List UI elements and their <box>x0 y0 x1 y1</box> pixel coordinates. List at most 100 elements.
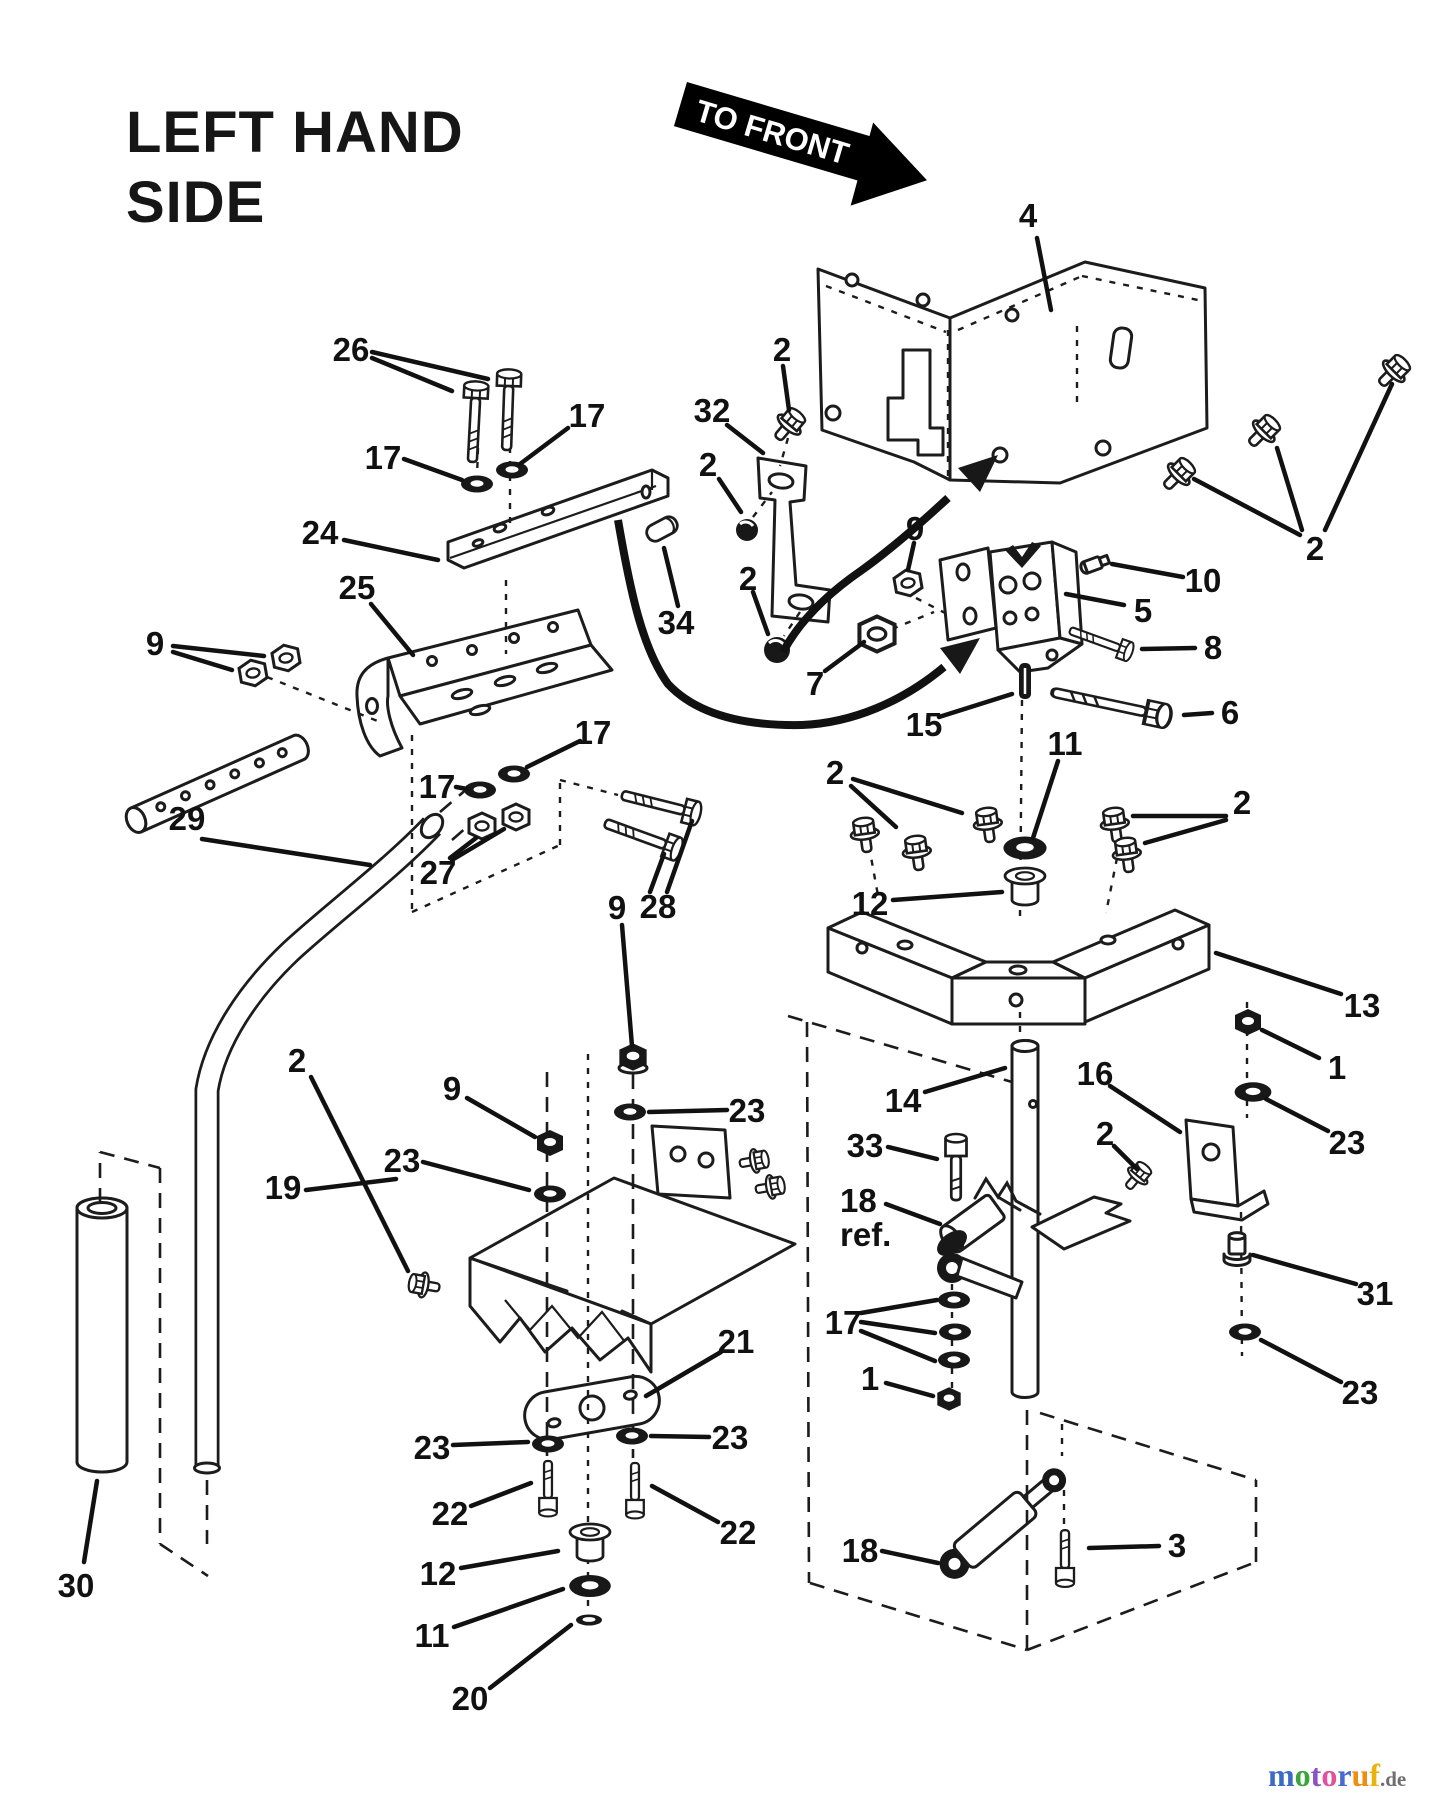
callout-label-23: 23 <box>1329 1124 1366 1161</box>
leader-line <box>369 355 455 394</box>
leader-line <box>1181 710 1215 718</box>
part-4-corner-bracket <box>816 260 1209 485</box>
callout-label-2: 2 <box>739 560 757 597</box>
callout-label-9: 9 <box>443 1070 461 1107</box>
part-shaft-upper-arm <box>1030 1195 1132 1251</box>
washer-11b <box>569 1574 611 1598</box>
washer-23c <box>614 1103 646 1121</box>
banner-arrow-icon <box>850 122 927 206</box>
callout-label-23: 23 <box>712 1419 749 1456</box>
callout-label-17: 17 <box>419 768 456 805</box>
bolt-2-13a <box>847 814 883 856</box>
bolt-2-r1 <box>1154 451 1202 499</box>
part-14-pivot-shaft <box>1010 1039 1040 1399</box>
callout-label-9: 9 <box>146 625 164 662</box>
part-13-v-bracket <box>826 908 1211 1026</box>
part-30-grip <box>75 1196 129 1474</box>
leader-line <box>451 1586 566 1630</box>
part-32-link <box>756 456 832 624</box>
watermark-suffix: .de <box>1380 1767 1406 1791</box>
nut-1a <box>1235 1009 1261 1035</box>
leader-line <box>619 922 635 1049</box>
leader-line <box>1030 758 1061 841</box>
leader-line <box>1111 1143 1140 1172</box>
to-front-banner: TO FRONT <box>673 82 927 206</box>
leader-line <box>646 1107 730 1115</box>
washer-17f <box>939 1323 971 1341</box>
leader-line <box>1259 1027 1322 1061</box>
leader-line <box>649 1483 721 1525</box>
part-29-adjustment-tube <box>124 733 310 834</box>
leader-line <box>368 601 416 658</box>
bolt-2-13e <box>1109 834 1145 876</box>
callout-label-30: 30 <box>58 1567 95 1604</box>
leader-line <box>1274 445 1305 533</box>
bushing-12b <box>568 1522 612 1563</box>
washer-17a <box>461 475 493 493</box>
leader-line <box>1250 1252 1359 1287</box>
nut-9d <box>537 1130 563 1156</box>
part-21-pivot-plate <box>523 1374 661 1442</box>
leader-line <box>922 1065 1008 1095</box>
leader-line <box>1142 817 1229 846</box>
nut-1b <box>937 1387 961 1411</box>
nut-2-mid <box>736 519 758 541</box>
fasteners <box>236 348 1417 1626</box>
leader-line <box>464 1095 538 1140</box>
callout-label-20: 20 <box>452 1680 489 1717</box>
washer-17g <box>938 1351 970 1369</box>
callout-label-18: 18 <box>842 1532 879 1569</box>
callout-label-2: 2 <box>1306 530 1324 567</box>
nut-9-upper <box>891 566 925 600</box>
callout-label-21: 21 <box>718 1323 755 1360</box>
leader-line <box>199 836 373 868</box>
leader-line <box>885 1144 940 1162</box>
part-25-pivot-bracket <box>355 608 614 758</box>
bolt-2-plate2 <box>752 1171 788 1203</box>
callout-label-1: 1 <box>1328 1049 1346 1086</box>
washer-11a <box>1003 836 1047 860</box>
bolt-3 <box>1054 1529 1076 1589</box>
callout-label-2: 2 <box>826 754 844 791</box>
banner-label: TO FRONT <box>692 93 853 171</box>
leader-line <box>449 826 507 863</box>
callout-label-31: 31 <box>1357 1275 1394 1312</box>
leader-line <box>664 818 695 895</box>
leader-line <box>661 545 681 609</box>
leader-line <box>524 738 583 770</box>
nut-27b <box>501 802 531 832</box>
callout-label-5: 5 <box>1134 592 1152 629</box>
washer-17e <box>938 1291 970 1309</box>
callout-label-15: 15 <box>906 706 943 743</box>
pin-15 <box>1019 663 1031 699</box>
callout-label-23: 23 <box>384 1142 421 1179</box>
callout-label-4: 4 <box>1019 197 1038 234</box>
leader-line <box>850 776 965 816</box>
leader-line <box>890 889 1005 903</box>
bolt-2-16 <box>1117 1156 1157 1197</box>
leader-line <box>1322 381 1395 533</box>
washer-20 <box>576 1614 602 1626</box>
bolt-2-13c <box>970 804 1006 846</box>
pin-34 <box>642 512 682 546</box>
bolt-2-r3 <box>1369 348 1417 396</box>
bushing-31 <box>1222 1231 1252 1267</box>
part-18-ref-clamp <box>937 1176 1042 1256</box>
callout-label-3: 3 <box>1168 1527 1186 1564</box>
leader-line <box>1109 561 1186 580</box>
callout-label-19: 19 <box>265 1169 302 1206</box>
part-16-angle-bracket <box>1184 1118 1270 1222</box>
leader-line <box>1213 950 1344 997</box>
callout-label-9: 9 <box>608 889 626 926</box>
nut-9a <box>269 641 303 675</box>
callout-label-33: 33 <box>847 1127 884 1164</box>
callout-label-13: 13 <box>1344 987 1381 1024</box>
leader-line <box>936 691 1015 720</box>
callout-label-7: 7 <box>806 665 824 702</box>
callout-label-28: 28 <box>640 888 677 925</box>
leader-line <box>1086 1543 1162 1551</box>
callout-label-10: 10 <box>1185 562 1222 599</box>
callout-label-2: 2 <box>773 331 791 368</box>
leader-line <box>879 1548 941 1566</box>
